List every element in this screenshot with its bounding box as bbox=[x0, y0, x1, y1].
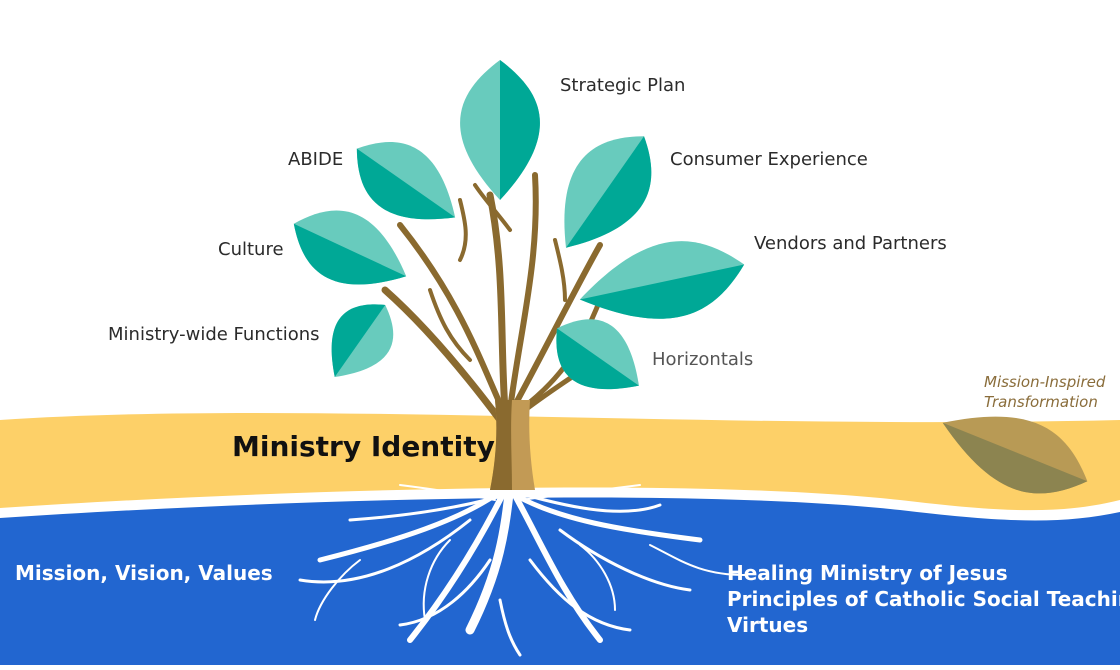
leaf-horizontals bbox=[556, 319, 639, 390]
branches bbox=[381, 172, 603, 424]
fallen-leaf bbox=[942, 416, 1088, 494]
fallen-caption-line1: Mission-Inspired bbox=[984, 373, 1106, 391]
label-strategic-plan: Strategic Plan bbox=[560, 75, 686, 96]
label-abide: ABIDE bbox=[288, 149, 344, 170]
root-label-principles: Principles of Catholic Social Teaching bbox=[727, 587, 1120, 611]
fallen-leaf-caption: Mission-Inspired Transformation bbox=[984, 372, 1105, 412]
leaf-consumer-experience bbox=[564, 136, 652, 248]
root-label-left: Mission, Vision, Values bbox=[15, 561, 273, 585]
soil-band bbox=[0, 412, 1120, 520]
root-label-healing: Healing Ministry of Jesus bbox=[727, 561, 1008, 585]
label-culture: Culture bbox=[218, 239, 284, 260]
ministry-identity-label: Ministry Identity bbox=[232, 430, 495, 463]
leaf-culture bbox=[293, 210, 407, 285]
roots bbox=[298, 480, 746, 657]
fallen-caption-line2: Transformation bbox=[984, 393, 1098, 411]
trunk-shade bbox=[490, 400, 512, 490]
root-labels-right: Healing Ministry of Jesus Principles of … bbox=[727, 560, 1120, 638]
label-horizontals: Horizontals bbox=[652, 349, 754, 370]
leaf-abide bbox=[356, 142, 456, 220]
leaf-strategic-plan bbox=[460, 60, 540, 200]
root-label-virtues: Virtues bbox=[727, 613, 809, 637]
label-consumer-experience: Consumer Experience bbox=[670, 149, 868, 170]
label-ministry-wide-functions: Ministry-wide Functions bbox=[108, 324, 320, 345]
leaf-vendors-partners bbox=[579, 241, 745, 319]
label-vendors-partners: Vendors and Partners bbox=[754, 233, 947, 254]
leaf-ministry-wide bbox=[331, 304, 394, 378]
